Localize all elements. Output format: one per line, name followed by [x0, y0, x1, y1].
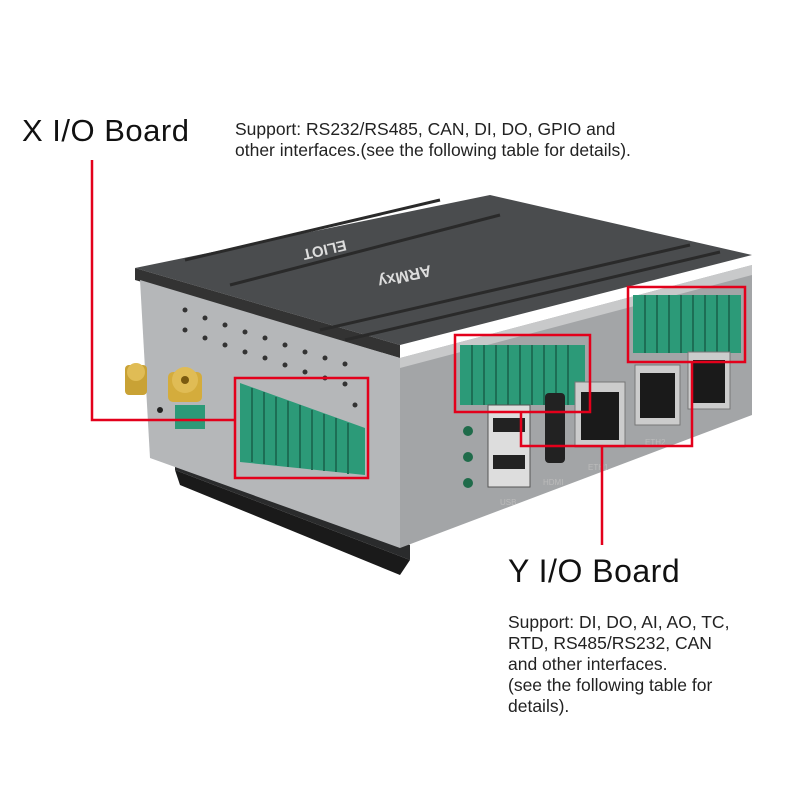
y-board-description: Support: DI, DO, AI, AO, TC, RTD, RS485/… [508, 612, 729, 717]
desc-line: Support: RS232/RS485, CAN, DI, DO, GPIO … [235, 119, 616, 139]
ethernet-ports [574, 351, 731, 448]
y-terminal-block-left [460, 345, 585, 405]
desc-line: RTD, RS485/RS232, CAN [508, 633, 712, 653]
desc-line: (see the following table for [508, 675, 713, 695]
top-fins [184, 198, 721, 342]
x-board-description: Support: RS232/RS485, CAN, DI, DO, GPIO … [235, 119, 631, 161]
callout-lines [90, 160, 747, 545]
desc-line: other interfaces.(see the following tabl… [235, 140, 631, 160]
x-terminal-block [240, 383, 365, 475]
eth1-label: ETH1 [588, 463, 609, 472]
status-leds [463, 426, 473, 488]
desc-line: Support: DI, DO, AI, AO, TC, [508, 612, 730, 632]
eth2-label: ETH2 [645, 438, 666, 447]
usb-label: USB [500, 498, 516, 507]
top-cover [135, 195, 752, 345]
antenna-connectors [125, 363, 202, 413]
y-terminal-block-right [633, 295, 741, 353]
x-board-title: X I/O Board [22, 113, 190, 148]
hdmi-label: HDMI [543, 478, 563, 487]
y-board-title: Y I/O Board [508, 553, 681, 589]
desc-line: and other interfaces. [508, 654, 668, 674]
usb-port [487, 404, 531, 488]
hdmi-port [545, 393, 565, 463]
desc-line: details). [508, 696, 570, 716]
power-terminal [175, 405, 205, 429]
